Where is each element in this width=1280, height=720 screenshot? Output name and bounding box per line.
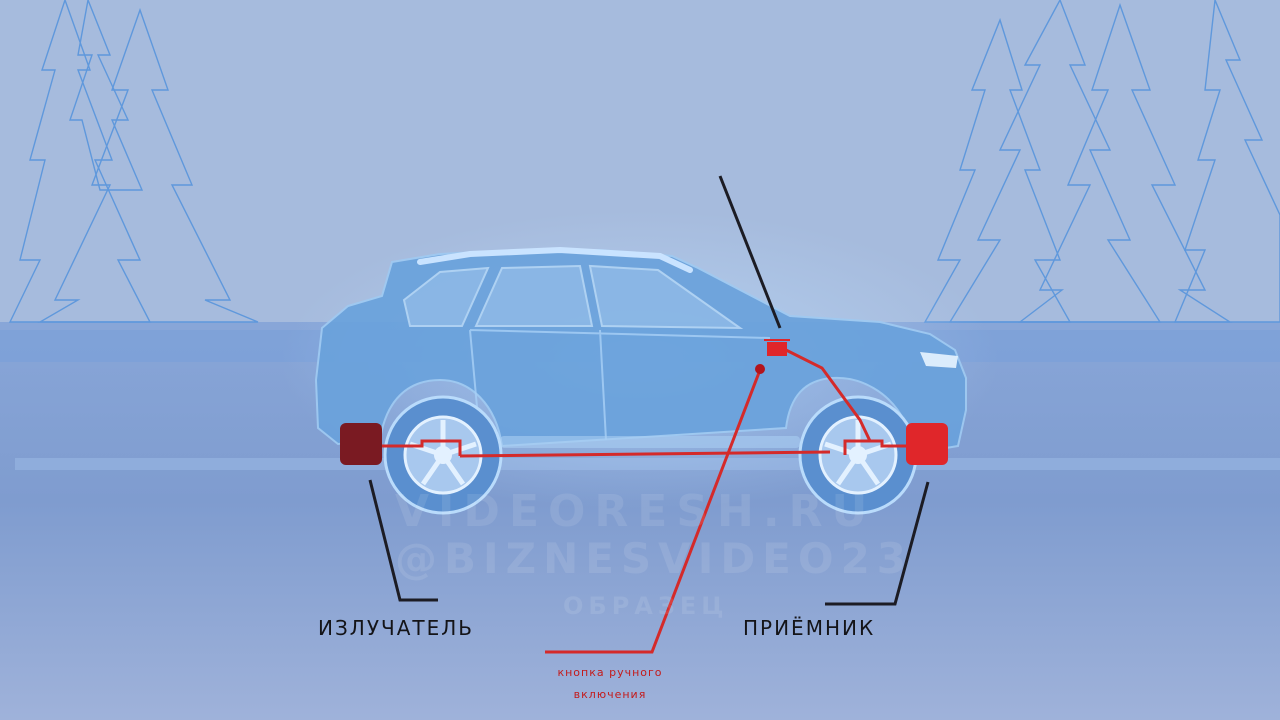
left-trees [8,0,259,323]
wiring [380,348,910,654]
car-headlight [920,352,958,368]
car-window-front [588,264,744,330]
receiver-sensor [906,423,948,465]
underbody-wire [459,450,831,458]
manual-button-label: кнопка ручного включения [520,662,700,706]
controller-wire [785,348,872,442]
control-unit [767,342,787,356]
tree-outline [1173,0,1280,323]
tree-outline [37,7,259,323]
emitter-sensor [340,423,382,465]
manual-button-label-line-1: кнопка ручного [557,666,663,679]
tree-outline [69,0,144,191]
car-window-middle [474,264,594,327]
rear-wire [380,439,462,456]
car-roof-rail [417,246,693,273]
front-wire [843,439,910,455]
manual-button-label-line-2: включения [573,688,647,701]
receiver-label: ПРИЁМНИК [743,616,876,640]
car-sill [500,436,800,448]
emitter-leader [368,479,438,602]
right-trees [923,0,1280,323]
watermark-line-3: ОБРАЗЕЦ [563,592,729,620]
watermark-line-1: VIDEORESH.RU [395,486,877,537]
car-body [314,249,967,454]
car-window-rear [402,266,490,327]
emitter-label: ИЗЛУЧАТЕЛЬ [318,616,475,640]
tree-outline [923,17,1072,323]
car [280,210,1000,515]
tree-outline [1017,2,1233,323]
watermark-line-2: @BIZNESVIDEO23 [395,534,914,583]
manual-button-wire [545,369,762,654]
receiver-leader [825,481,930,606]
manual-button [755,364,765,374]
leader-lines [368,175,930,606]
control-unit-leader [718,175,782,329]
